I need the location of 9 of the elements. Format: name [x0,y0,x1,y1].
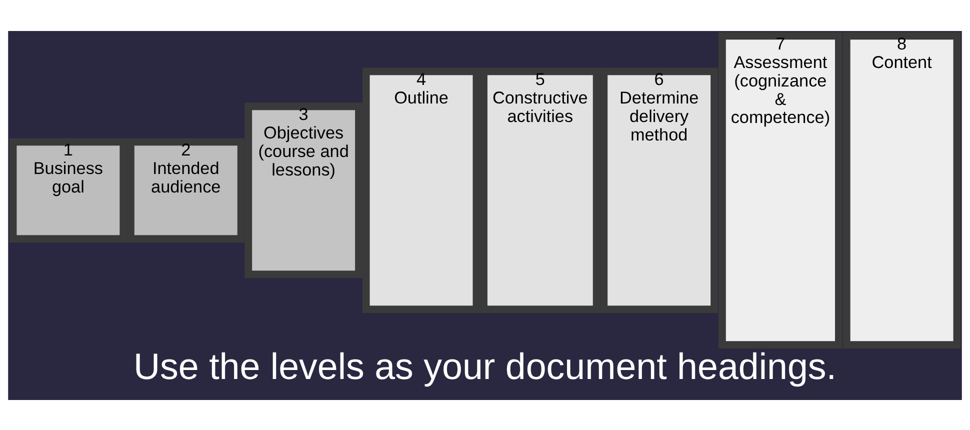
node-box: 1 Business goal [9,138,128,242]
node-box: 2 Intended audience [127,138,245,242]
node-box: 3 Objectives (course and lessons) [244,102,362,278]
caption: Use the levels as your document headings. [133,346,837,387]
node-box: 7 Assessment (cognizance & competence) [718,32,842,348]
node-box: 5 Constructive activities [480,67,600,312]
node-box: 6 Determine delivery method [600,67,718,312]
node-box: 4 Outline [362,67,480,312]
node-box: 8 Content [842,32,961,348]
